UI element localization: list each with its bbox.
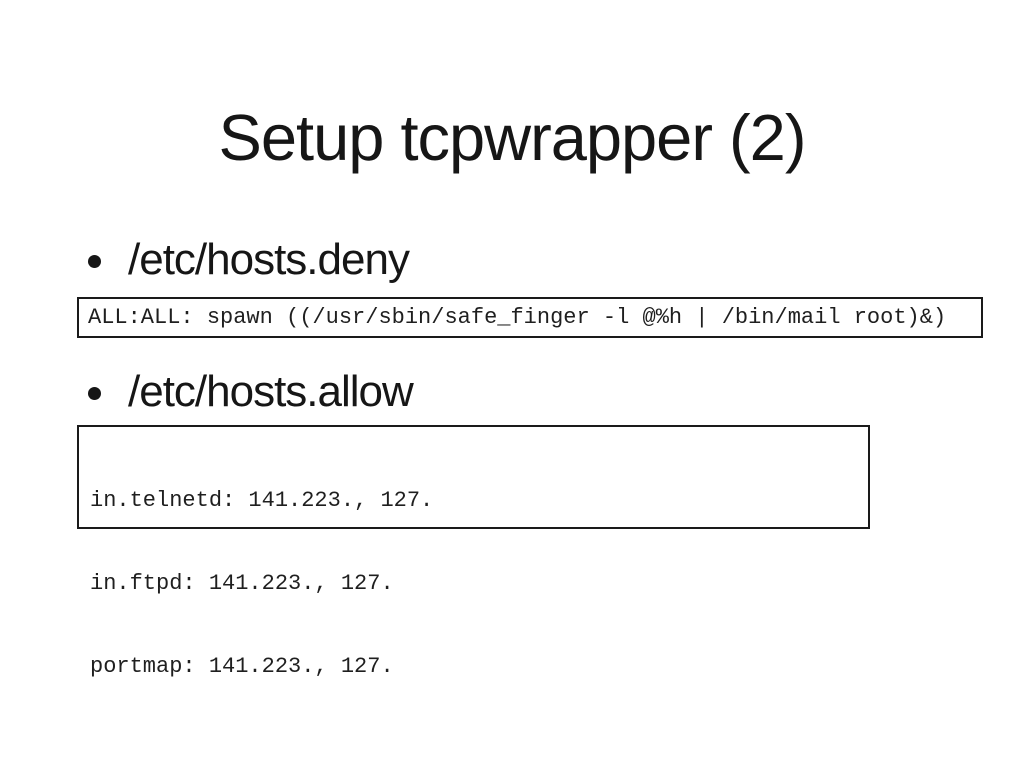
code-line-telnetd: in.telnetd: 141.223., 127. <box>90 488 434 513</box>
bullet-label-hosts-deny: /etc/hosts.deny <box>128 235 410 284</box>
code-line-portmap: portmap: 141.223., 127. <box>90 654 394 679</box>
bullet-dot-icon <box>88 254 101 268</box>
code-box-hosts-allow: in.telnetd: 141.223., 127. in.ftpd: 141.… <box>77 425 870 679</box>
code-box-hosts-deny: ALL:ALL: spawn ((/usr/sbin/safe_finger -… <box>77 297 983 338</box>
slide-title: Setup tcpwrapper (2) <box>218 101 807 174</box>
bullet-item-hosts-deny: /etc/hosts.deny <box>88 232 410 288</box>
bullet-label-hosts-allow: /etc/hosts.allow <box>128 367 414 416</box>
bullet-dot-icon <box>88 386 101 400</box>
code-line-hosts-deny: ALL:ALL: spawn ((/usr/sbin/safe_finger -… <box>88 305 947 330</box>
code-line-ftpd: in.ftpd: 141.223., 127. <box>90 571 394 596</box>
bullet-item-hosts-allow: /etc/hosts.allow <box>88 364 414 420</box>
